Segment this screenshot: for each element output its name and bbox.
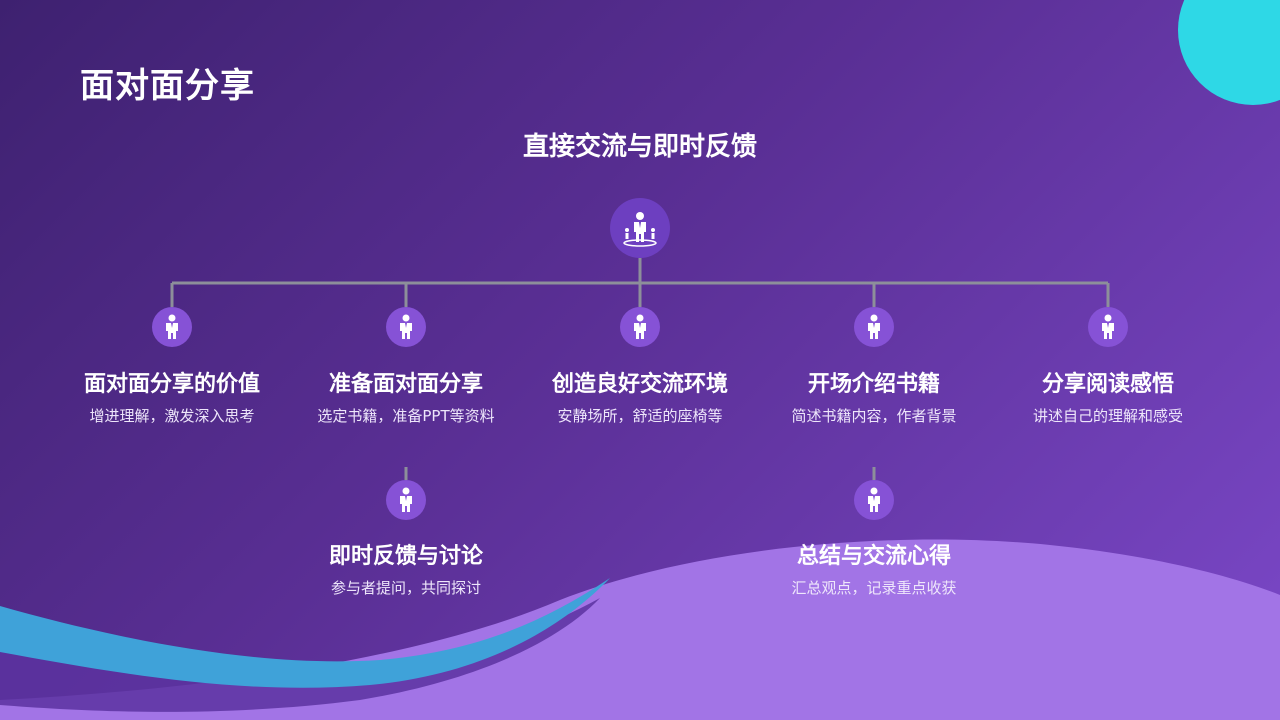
- people-network-icon: [623, 212, 657, 247]
- node-icon-environment: [620, 307, 660, 347]
- item-title-prepare: 准备面对面分享: [328, 372, 483, 397]
- person-icon: [863, 487, 885, 513]
- diagram-subtitle: 直接交流与即时反馈: [522, 132, 757, 162]
- item-title-insight: 分享阅读感悟: [1041, 372, 1174, 397]
- person-icon: [395, 314, 417, 340]
- item-title-summary: 总结与交流心得: [796, 544, 951, 569]
- item-desc-environment: 安静场所，舒适的座椅等: [557, 407, 723, 425]
- item-title-environment: 创造良好交流环境: [551, 372, 728, 397]
- node-icon-prepare: [386, 307, 426, 347]
- item-title-feedback: 即时反馈与讨论: [328, 544, 483, 569]
- bottom-wave-dark: [0, 598, 600, 712]
- node-icon-feedback: [386, 480, 426, 520]
- root-node: [610, 198, 670, 258]
- item-title-value: 面对面分享的价值: [83, 372, 260, 397]
- person-icon: [395, 487, 417, 513]
- item-desc-summary: 汇总观点，记录重点收获: [791, 579, 957, 597]
- connector-lines: [170, 258, 1110, 480]
- person-icon: [161, 314, 183, 340]
- bottom-wave-blue: [0, 578, 610, 688]
- node-icon-intro: [854, 307, 894, 347]
- person-icon: [863, 314, 885, 340]
- node-icon-value: [152, 307, 192, 347]
- item-title-intro: 开场介绍书籍: [807, 372, 940, 397]
- item-desc-insight: 讲述自己的理解和感受: [1032, 407, 1183, 425]
- item-desc-intro: 简述书籍内容，作者背景: [791, 407, 957, 425]
- item-desc-value: 增进理解，激发深入思考: [89, 407, 255, 425]
- item-desc-feedback: 参与者提问，共同探讨: [330, 579, 481, 597]
- page-title: 面对面分享: [80, 66, 255, 106]
- person-icon: [629, 314, 651, 340]
- node-icon-summary: [854, 480, 894, 520]
- node-icon-insight: [1088, 307, 1128, 347]
- person-icon: [1097, 314, 1119, 340]
- item-desc-prepare: 选定书籍，准备PPT等资料: [317, 407, 495, 425]
